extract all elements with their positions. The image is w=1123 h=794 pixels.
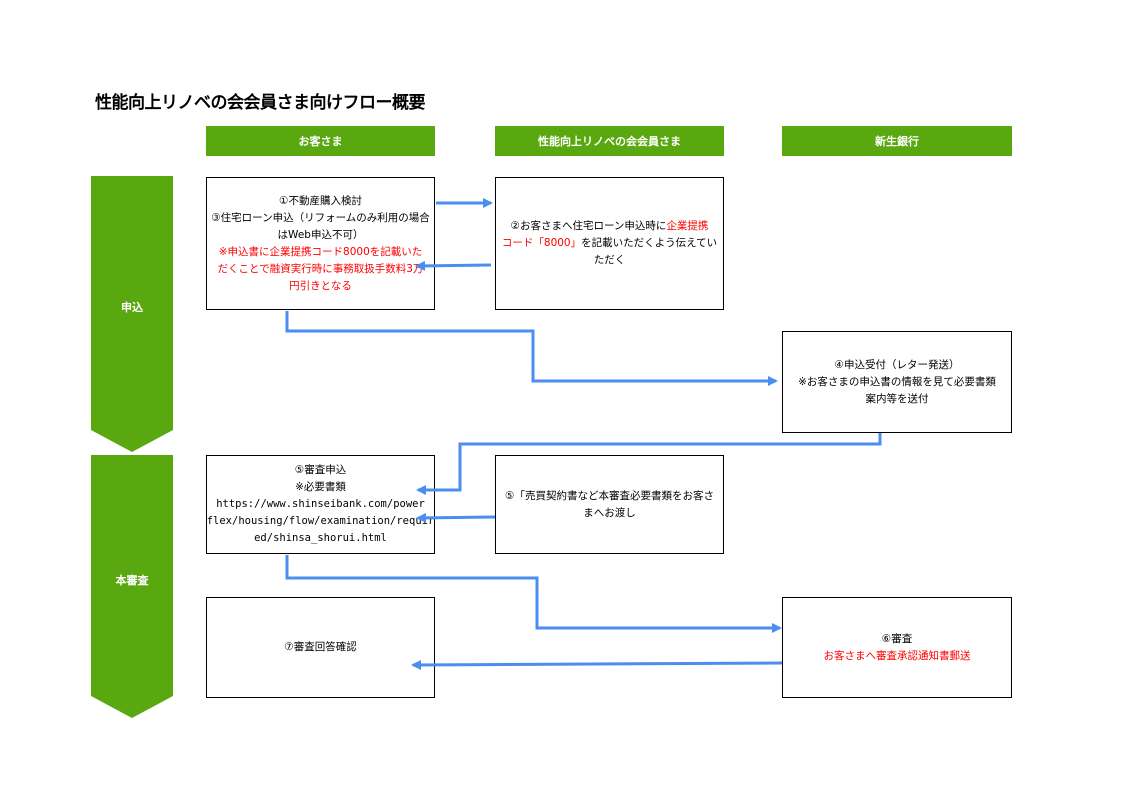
column-header-customer: お客さま xyxy=(206,126,435,156)
step-box-6: ⑥審査 お客さまへ審査承認通知書郵送 xyxy=(782,597,1012,698)
step-3-text: ③住宅ローン申込（リフォームのみ利用の場合 xyxy=(211,211,430,224)
step-3-note-1: ※申込書に企業提携コード8000を記載いた xyxy=(218,245,423,258)
step-5-url-3: ed/shinsa_shorui.html xyxy=(254,532,387,544)
step-3-note-2: だくことで融資実行時に事務取扱手数料3万 xyxy=(217,262,424,275)
step-2-red-1: 企業提携 xyxy=(666,220,709,232)
step-box-2: ②お客さまへ住宅ローン申込時に企業提携 コード「8000」を記載いただくよう伝え… xyxy=(495,177,724,310)
column-header-member: 性能向上リノベの会会員さま xyxy=(495,126,724,156)
arrow-2-to-3 xyxy=(415,260,492,271)
step-4-note-2: 案内等を送付 xyxy=(865,392,929,405)
step-7-text: ⑦審査回答確認 xyxy=(284,641,357,653)
arrow-5b-to-5 xyxy=(416,512,496,523)
step-2-line-2: コード「8000」を記載いただくよう伝えていただく xyxy=(500,235,719,269)
phase-main-review: 本審査 xyxy=(91,455,173,718)
step-2-red-2: コード「8000」 xyxy=(501,237,582,249)
step-2-line-1: ②お客さまへ住宅ローン申込時に企業提携 xyxy=(511,218,709,235)
step-5-text: ⑤審査申込 xyxy=(294,464,347,476)
arrow-3-to-4 xyxy=(285,311,778,386)
step-2-text: ②お客さまへ住宅ローン申込時に xyxy=(510,220,667,232)
step-5-url-2: flex/housing/flow/examination/requir xyxy=(206,515,435,527)
page-title: 性能向上リノベの会会員さま向けフロー概要 xyxy=(95,93,426,113)
step-4-text: ④申込受付（レター発送） xyxy=(834,358,960,371)
phase-main-review-label: 本審査 xyxy=(115,573,149,587)
step-6-note: お客さまへ審査承認通知書郵送 xyxy=(823,649,971,662)
column-header-bank: 新生銀行 xyxy=(782,126,1012,156)
step-2-text-2: を記載いただくよう伝えていただく xyxy=(581,237,718,266)
step-1-text: ①不動産購入検討 xyxy=(279,194,362,207)
phase-application-label: 申込 xyxy=(121,301,143,314)
step-5b-text-2: まへお渡し xyxy=(583,506,636,519)
step-box-5-member: ⑤「売買契約書など本審査必要書類をお客さ まへお渡し xyxy=(495,455,724,554)
phase-application: 申込 xyxy=(91,176,173,452)
step-6-text: ⑥審査 xyxy=(881,632,913,645)
arrow-4-to-5 xyxy=(416,433,882,495)
step-3-text-cont: はWeb申込不可） xyxy=(277,228,364,241)
arrow-6-to-7 xyxy=(411,659,783,670)
step-box-4: ④申込受付（レター発送） ※お客さまの申込書の情報を見て必要書類 案内等を送付 xyxy=(782,331,1012,433)
step-5-note: ※必要書類 xyxy=(295,481,346,493)
arrow-5-to-6 xyxy=(285,555,782,633)
step-box-7: ⑦審査回答確認 xyxy=(206,597,435,698)
step-4-note-1: ※お客さまの申込書の情報を見て必要書類 xyxy=(798,375,996,388)
step-box-5: ⑤審査申込 ※必要書類 https://www.shinseibank.com/… xyxy=(206,455,435,554)
step-box-1-3: ①不動産購入検討 ③住宅ローン申込（リフォームのみ利用の場合 はWeb申込不可）… xyxy=(206,177,435,310)
step-3-note-3: 円引きとなる xyxy=(289,279,352,292)
step-5b-text-1: ⑤「売買契約書など本審査必要書類をお客さ xyxy=(505,489,714,502)
step-5-url-1: https://www.shinseibank.com/power xyxy=(216,498,425,510)
